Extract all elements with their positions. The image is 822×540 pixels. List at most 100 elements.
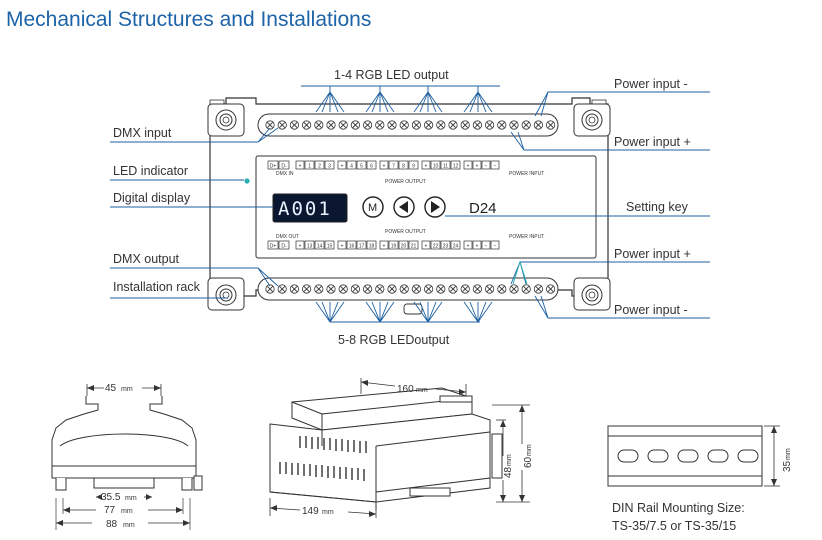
model-label: D24 <box>469 200 497 217</box>
terminal-screw <box>338 120 348 130</box>
terminal-screw <box>277 284 287 294</box>
dim-45-unit: mm <box>121 386 133 393</box>
terminal-cell-label: 5 <box>360 163 363 169</box>
digital-display-label: Digital display <box>113 191 191 205</box>
terminal-screw <box>387 284 397 294</box>
terminal-cell-label: 6 <box>370 163 373 169</box>
terminal-cell <box>388 240 399 250</box>
terminal-screw <box>265 120 275 130</box>
terminal-screw <box>375 284 385 294</box>
terminal-block-top <box>257 113 559 137</box>
terminal-screw <box>436 284 446 294</box>
dim-60-unit: mm <box>526 444 533 456</box>
terminal-cell <box>463 160 473 170</box>
dmx-input-label: DMX input <box>113 126 172 140</box>
side-view-drawing <box>51 396 203 530</box>
terminal-screw <box>545 284 556 294</box>
m-key-label: M <box>368 202 377 214</box>
terminal-screw <box>326 120 336 130</box>
terminal-screw <box>375 120 385 130</box>
terminal-cell <box>295 240 305 250</box>
terminal-cell-label: + <box>383 163 386 169</box>
terminal-cell <box>314 240 325 250</box>
terminal-cell-label: + <box>299 163 302 169</box>
power-output-label-top: POWER OUTPUT <box>385 179 426 185</box>
terminal-screw <box>314 120 324 130</box>
terminal-cell-label: + <box>467 243 470 249</box>
dim-77-value: 77 <box>104 505 116 516</box>
terminal-cell-label: 3 <box>328 163 331 169</box>
terminal-screw <box>399 284 409 294</box>
power-input-label-bottom: POWER INPUT <box>509 234 544 240</box>
terminal-cell-label: 1 <box>308 163 311 169</box>
terminal-screw <box>497 120 507 130</box>
terminal-cell <box>304 160 315 170</box>
terminal-cell <box>379 240 389 250</box>
power-input-minus-bottom-label: Power input - <box>614 303 688 317</box>
left-key-button[interactable] <box>393 196 415 218</box>
terminal-cell-label: D- <box>281 243 287 249</box>
dim-35-5-value: 35.5 <box>101 492 121 503</box>
terminal-cell-label: + <box>467 163 470 169</box>
terminal-cell-label: − <box>494 243 497 249</box>
terminal-screw <box>301 284 312 294</box>
led-indicator-label: LED indicator <box>113 164 188 178</box>
terminal-screw <box>350 120 361 130</box>
terminal-cell <box>324 160 335 170</box>
terminal-cell <box>379 160 389 170</box>
terminal-cell <box>278 240 290 250</box>
terminal-cell-label: 23 <box>443 243 449 249</box>
terminal-screw <box>460 284 470 294</box>
din-rail-dimension <box>764 425 780 487</box>
terminal-screw <box>301 120 312 130</box>
power-input-minus-top-label: Power input - <box>614 77 688 91</box>
terminal-screw <box>521 120 531 130</box>
m-key-button[interactable]: M <box>362 196 384 218</box>
terminal-screw <box>289 120 300 130</box>
dim-35-value: 35 <box>782 460 793 472</box>
terminal-cell-label: 13 <box>307 243 313 249</box>
terminal-cell-label: 22 <box>433 243 439 249</box>
power-input-plus-bottom-label: Power input + <box>614 247 691 261</box>
terminal-screw <box>484 120 495 130</box>
dmx-output-label: DMX output <box>113 252 180 266</box>
terminal-cell <box>398 160 409 170</box>
terminal-cell-label: + <box>341 243 344 249</box>
mounting-ear-top-right <box>573 103 611 137</box>
din-rail-size-values: TS-35/7.5 or TS-35/15 <box>612 519 736 533</box>
dim-60-group: 60 mm <box>523 444 534 468</box>
terminal-screw <box>350 284 361 294</box>
terminal-cell-label: + <box>341 163 344 169</box>
terminal-cell <box>450 160 461 170</box>
terminal-cell-label: + <box>383 243 386 249</box>
dim-88-unit: mm <box>123 522 135 529</box>
terminal-screw <box>448 120 458 130</box>
terminal-screw <box>277 120 287 130</box>
power-output-label-bottom: POWER OUTPUT <box>385 229 426 235</box>
dim-48-value: 48 <box>503 466 514 478</box>
right-key-button[interactable] <box>424 196 446 218</box>
terminal-screw <box>387 120 397 130</box>
terminal-cell <box>430 240 441 250</box>
dim-60-value: 60 <box>523 456 534 468</box>
dim-149-value: 149 <box>302 506 319 517</box>
terminal-cell-label: + <box>476 163 479 169</box>
left-arrow-icon <box>399 201 408 213</box>
terminal-cell-label: 7 <box>392 163 395 169</box>
installation-rack-label: Installation rack <box>113 280 201 294</box>
terminal-cell <box>481 160 491 170</box>
terminal-cell <box>440 240 451 250</box>
dim-77-unit: mm <box>121 508 133 515</box>
rgb-output-bottom-label: 5-8 RGB LEDoutput <box>338 333 450 347</box>
dim-160-value: 160 <box>397 384 414 395</box>
dim-48-unit: mm <box>506 454 513 466</box>
terminal-screw <box>399 120 409 130</box>
led-indicator <box>244 178 250 184</box>
terminal-cell <box>314 160 325 170</box>
terminal-cell <box>440 160 451 170</box>
terminal-cell <box>430 160 441 170</box>
